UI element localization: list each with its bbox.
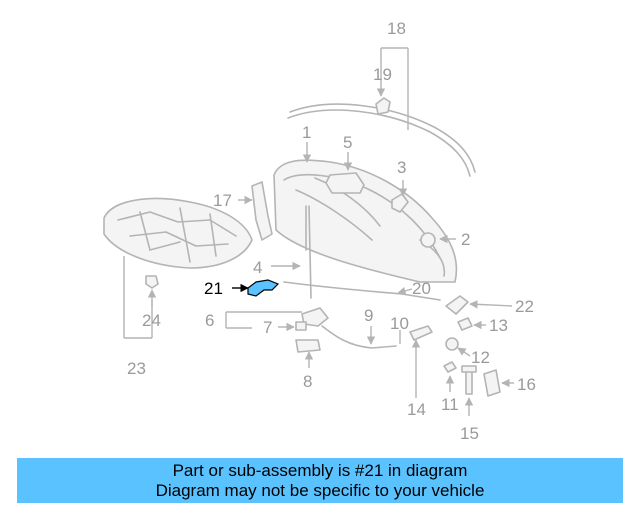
deck-lid-part <box>273 159 458 283</box>
callout-22: 22 <box>515 297 534 316</box>
callout-17: 17 <box>213 191 232 210</box>
callout-15: 15 <box>460 424 479 443</box>
info-banner: Part or sub-assembly is #21 in diagram D… <box>17 458 623 503</box>
callout-1: 1 <box>302 123 311 142</box>
callout-6: 6 <box>205 311 214 330</box>
hinge-part <box>251 181 273 241</box>
callout-11: 11 <box>441 395 459 414</box>
push-pin-part <box>145 275 159 289</box>
callout-5: 5 <box>343 133 352 152</box>
nut-part <box>445 337 459 351</box>
callout-12: 12 <box>471 348 490 367</box>
small-clip-part <box>443 361 457 373</box>
callout-9: 9 <box>364 306 373 325</box>
callout-4: 4 <box>253 258 262 277</box>
callout-14: 14 <box>407 400 426 419</box>
banner-line-2: Diagram may not be specific to your vehi… <box>155 481 485 500</box>
weatherstrip-seal-part <box>287 103 476 177</box>
striker-part <box>295 339 321 353</box>
grommet-part <box>420 232 436 248</box>
clip-part <box>375 97 391 115</box>
banner-line-1: Part or sub-assembly is #21 in diagram <box>172 461 468 480</box>
cover-part <box>483 369 501 397</box>
callout-6-bracket <box>225 311 302 329</box>
callout-13: 13 <box>489 316 508 335</box>
long-bolt-part <box>465 369 473 395</box>
release-rod-part <box>321 325 397 349</box>
retainer-clip-part <box>457 317 473 331</box>
callout-2: 2 <box>461 230 470 249</box>
lever-part <box>409 325 433 341</box>
latch-bracket-part <box>325 172 365 194</box>
insulator-pad-part <box>103 197 253 269</box>
callout-16: 16 <box>517 375 536 394</box>
highlighted-part-21 <box>247 279 280 297</box>
callout-23: 23 <box>127 359 146 378</box>
callout-24: 24 <box>142 311 161 330</box>
callout-18-bracket <box>376 47 409 130</box>
callout-18: 18 <box>387 19 406 38</box>
callout-23-bracket <box>123 256 153 339</box>
callout-20: 20 <box>412 279 431 298</box>
callout-8: 8 <box>303 372 312 391</box>
callout-3: 3 <box>397 158 406 177</box>
bracket-part <box>445 295 469 315</box>
parts-diagram: 18 19 1 5 3 2 17 23 24 4 <box>103 19 536 443</box>
bolt-part <box>295 321 307 331</box>
callout-7: 7 <box>263 318 272 337</box>
support-strut-part <box>308 205 312 299</box>
callout-19: 19 <box>373 65 392 84</box>
callout-21: 21 <box>204 279 223 298</box>
callout-10: 10 <box>390 314 409 333</box>
